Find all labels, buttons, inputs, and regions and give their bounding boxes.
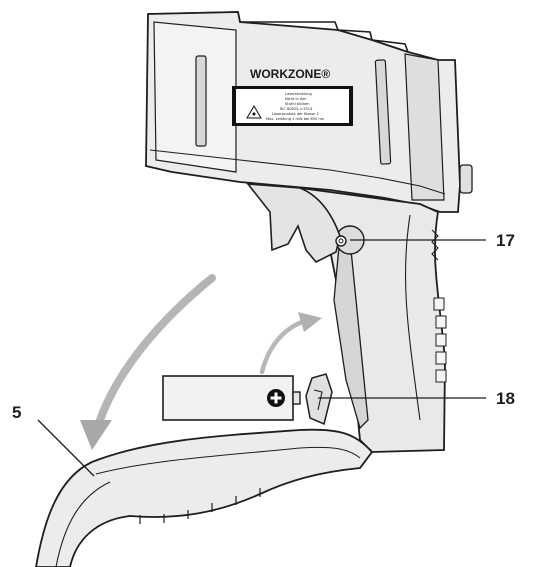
laser-label-area: WORKZONE® Laserstrahlung Nicht in den St… xyxy=(232,67,353,126)
battery-compartment xyxy=(333,235,369,430)
vent-slot-right xyxy=(374,59,392,165)
callout-18-label: 18 xyxy=(496,389,515,408)
battery-clip xyxy=(305,373,333,426)
callout-18: 18 xyxy=(318,389,515,408)
battery-terminal xyxy=(292,391,301,405)
vent-slot-left xyxy=(195,55,207,147)
handle-cover xyxy=(35,428,374,567)
swing-arrow xyxy=(80,274,216,450)
label-line-5: Laserprodukt der Klasse 2 xyxy=(272,112,319,116)
label-line-3: Strahl blicken xyxy=(285,102,309,106)
laser-warning-icon xyxy=(246,105,262,119)
insert-arrow xyxy=(259,312,322,375)
label-line-6: Max. Leistung 1 mW bei 650 nm xyxy=(266,117,325,121)
trigger xyxy=(246,183,347,263)
callout-17-label: 17 xyxy=(496,231,515,250)
hinge-screw xyxy=(335,235,347,247)
side-button xyxy=(459,164,473,194)
label-line-1: Laserstrahlung xyxy=(285,92,312,96)
battery xyxy=(162,375,301,421)
callout-17: 17 xyxy=(350,231,515,250)
callout-5-label: 5 xyxy=(12,403,21,422)
device-handle xyxy=(297,186,447,453)
label-line-2: Nicht in den xyxy=(285,97,307,101)
callout-5: 5 xyxy=(12,403,95,477)
label-line-4: IEC 60825-1:2014 xyxy=(280,107,313,111)
brand-label: WORKZONE® xyxy=(250,67,330,81)
